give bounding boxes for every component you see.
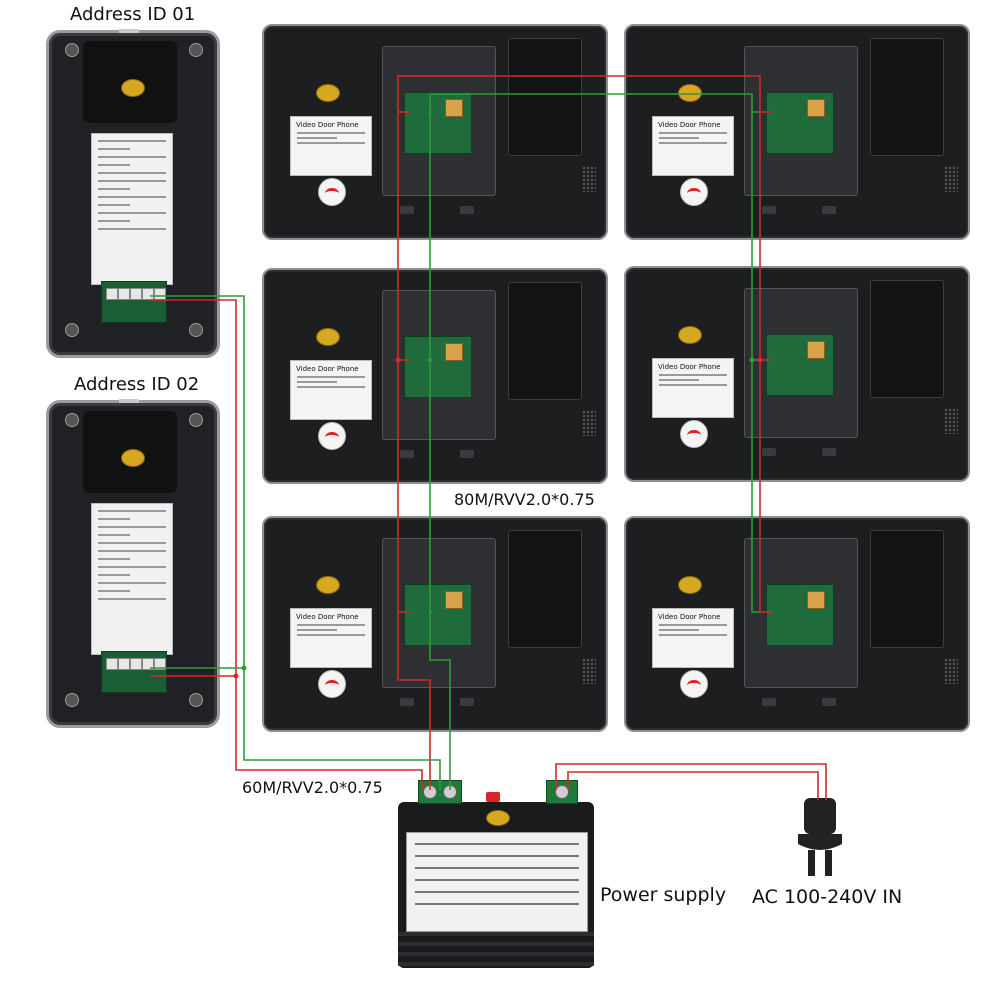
qc-passed-icon bbox=[678, 84, 702, 102]
power-plug-icon bbox=[798, 798, 842, 876]
wifi-icon bbox=[318, 178, 346, 206]
power-indicator bbox=[486, 792, 500, 802]
sticker-title: Video Door Phone bbox=[658, 121, 721, 129]
sticker-title: Video Door Phone bbox=[296, 365, 359, 373]
spec-sticker bbox=[91, 503, 173, 655]
terminal-board bbox=[101, 281, 167, 323]
model-sticker: Video Door Phone bbox=[290, 116, 372, 176]
dc-terminal-block bbox=[418, 780, 462, 804]
indoor-monitor-5: Video Door Phone bbox=[262, 516, 608, 732]
speaker-grille bbox=[944, 166, 958, 192]
qc-passed-icon bbox=[486, 810, 510, 826]
screw-icon bbox=[65, 323, 79, 337]
terminal-pcb bbox=[404, 584, 472, 646]
model-sticker: Video Door Phone bbox=[652, 116, 734, 176]
wifi-icon bbox=[680, 670, 708, 698]
wifi-icon bbox=[680, 420, 708, 448]
qc-passed-icon bbox=[121, 79, 145, 97]
sticker-title: Video Door Phone bbox=[658, 613, 721, 621]
qc-passed-icon bbox=[678, 576, 702, 594]
indoor-monitor-2: Video Door Phone bbox=[624, 24, 970, 240]
battery-box bbox=[870, 530, 944, 648]
ac-input-label: AC 100-240V IN bbox=[752, 886, 903, 908]
qc-passed-icon bbox=[316, 328, 340, 346]
battery-box bbox=[508, 282, 582, 400]
ac-wire-2 bbox=[567, 771, 819, 800]
outdoor-camera-unit-1 bbox=[46, 29, 220, 358]
speaker-grille bbox=[582, 166, 596, 192]
model-sticker: Video Door Phone bbox=[290, 360, 372, 420]
battery-box bbox=[870, 280, 944, 398]
psu-label-panel bbox=[406, 832, 588, 932]
indoor-monitor-1: Video Door Phone bbox=[262, 24, 608, 240]
screw-icon bbox=[189, 323, 203, 337]
screw-icon bbox=[65, 413, 79, 427]
ac-wire-1 bbox=[555, 763, 827, 800]
sticker-title: Video Door Phone bbox=[296, 121, 359, 129]
wifi-icon bbox=[680, 178, 708, 206]
address-id-02-label: Address ID 02 bbox=[74, 374, 200, 395]
wifi-icon bbox=[318, 670, 346, 698]
terminal-pcb bbox=[766, 334, 834, 396]
speaker-grille bbox=[582, 658, 596, 684]
outdoor-camera-unit-2 bbox=[46, 399, 220, 728]
speaker-grille bbox=[944, 408, 958, 434]
terminal-pcb bbox=[766, 92, 834, 154]
terminal-pcb bbox=[404, 336, 472, 398]
model-sticker: Video Door Phone bbox=[652, 608, 734, 668]
battery-box bbox=[508, 530, 582, 648]
qc-passed-icon bbox=[316, 576, 340, 594]
screw-icon bbox=[189, 693, 203, 707]
power-supply-unit bbox=[398, 780, 594, 968]
indoor-monitor-3: Video Door Phone bbox=[262, 268, 608, 484]
address-id-01-label: Address ID 01 bbox=[70, 4, 196, 25]
cable-monitors-label: 80M/RVV2.0*0.75 bbox=[454, 490, 595, 509]
qc-passed-icon bbox=[121, 449, 145, 467]
spec-sticker bbox=[91, 133, 173, 285]
wifi-icon bbox=[318, 422, 346, 450]
sticker-title: Video Door Phone bbox=[658, 363, 721, 371]
indoor-monitor-6: Video Door Phone bbox=[624, 516, 970, 732]
screw-icon bbox=[65, 43, 79, 57]
terminal-board bbox=[101, 651, 167, 693]
indoor-monitor-4: Video Door Phone bbox=[624, 266, 970, 482]
terminal-pcb bbox=[766, 584, 834, 646]
battery-box bbox=[508, 38, 582, 156]
model-sticker: Video Door Phone bbox=[652, 358, 734, 418]
battery-box bbox=[870, 38, 944, 156]
screw-icon bbox=[65, 693, 79, 707]
cable-outdoor-label: 60M/RVV2.0*0.75 bbox=[242, 778, 383, 797]
model-sticker: Video Door Phone bbox=[290, 608, 372, 668]
speaker-grille bbox=[944, 658, 958, 684]
qc-passed-icon bbox=[678, 326, 702, 344]
speaker-grille bbox=[582, 410, 596, 436]
screw-icon bbox=[189, 413, 203, 427]
qc-passed-icon bbox=[316, 84, 340, 102]
screw-icon bbox=[189, 43, 203, 57]
sticker-title: Video Door Phone bbox=[296, 613, 359, 621]
power-supply-label: Power supply bbox=[600, 884, 727, 906]
ac-terminal-block bbox=[546, 780, 578, 804]
terminal-pcb bbox=[404, 92, 472, 154]
